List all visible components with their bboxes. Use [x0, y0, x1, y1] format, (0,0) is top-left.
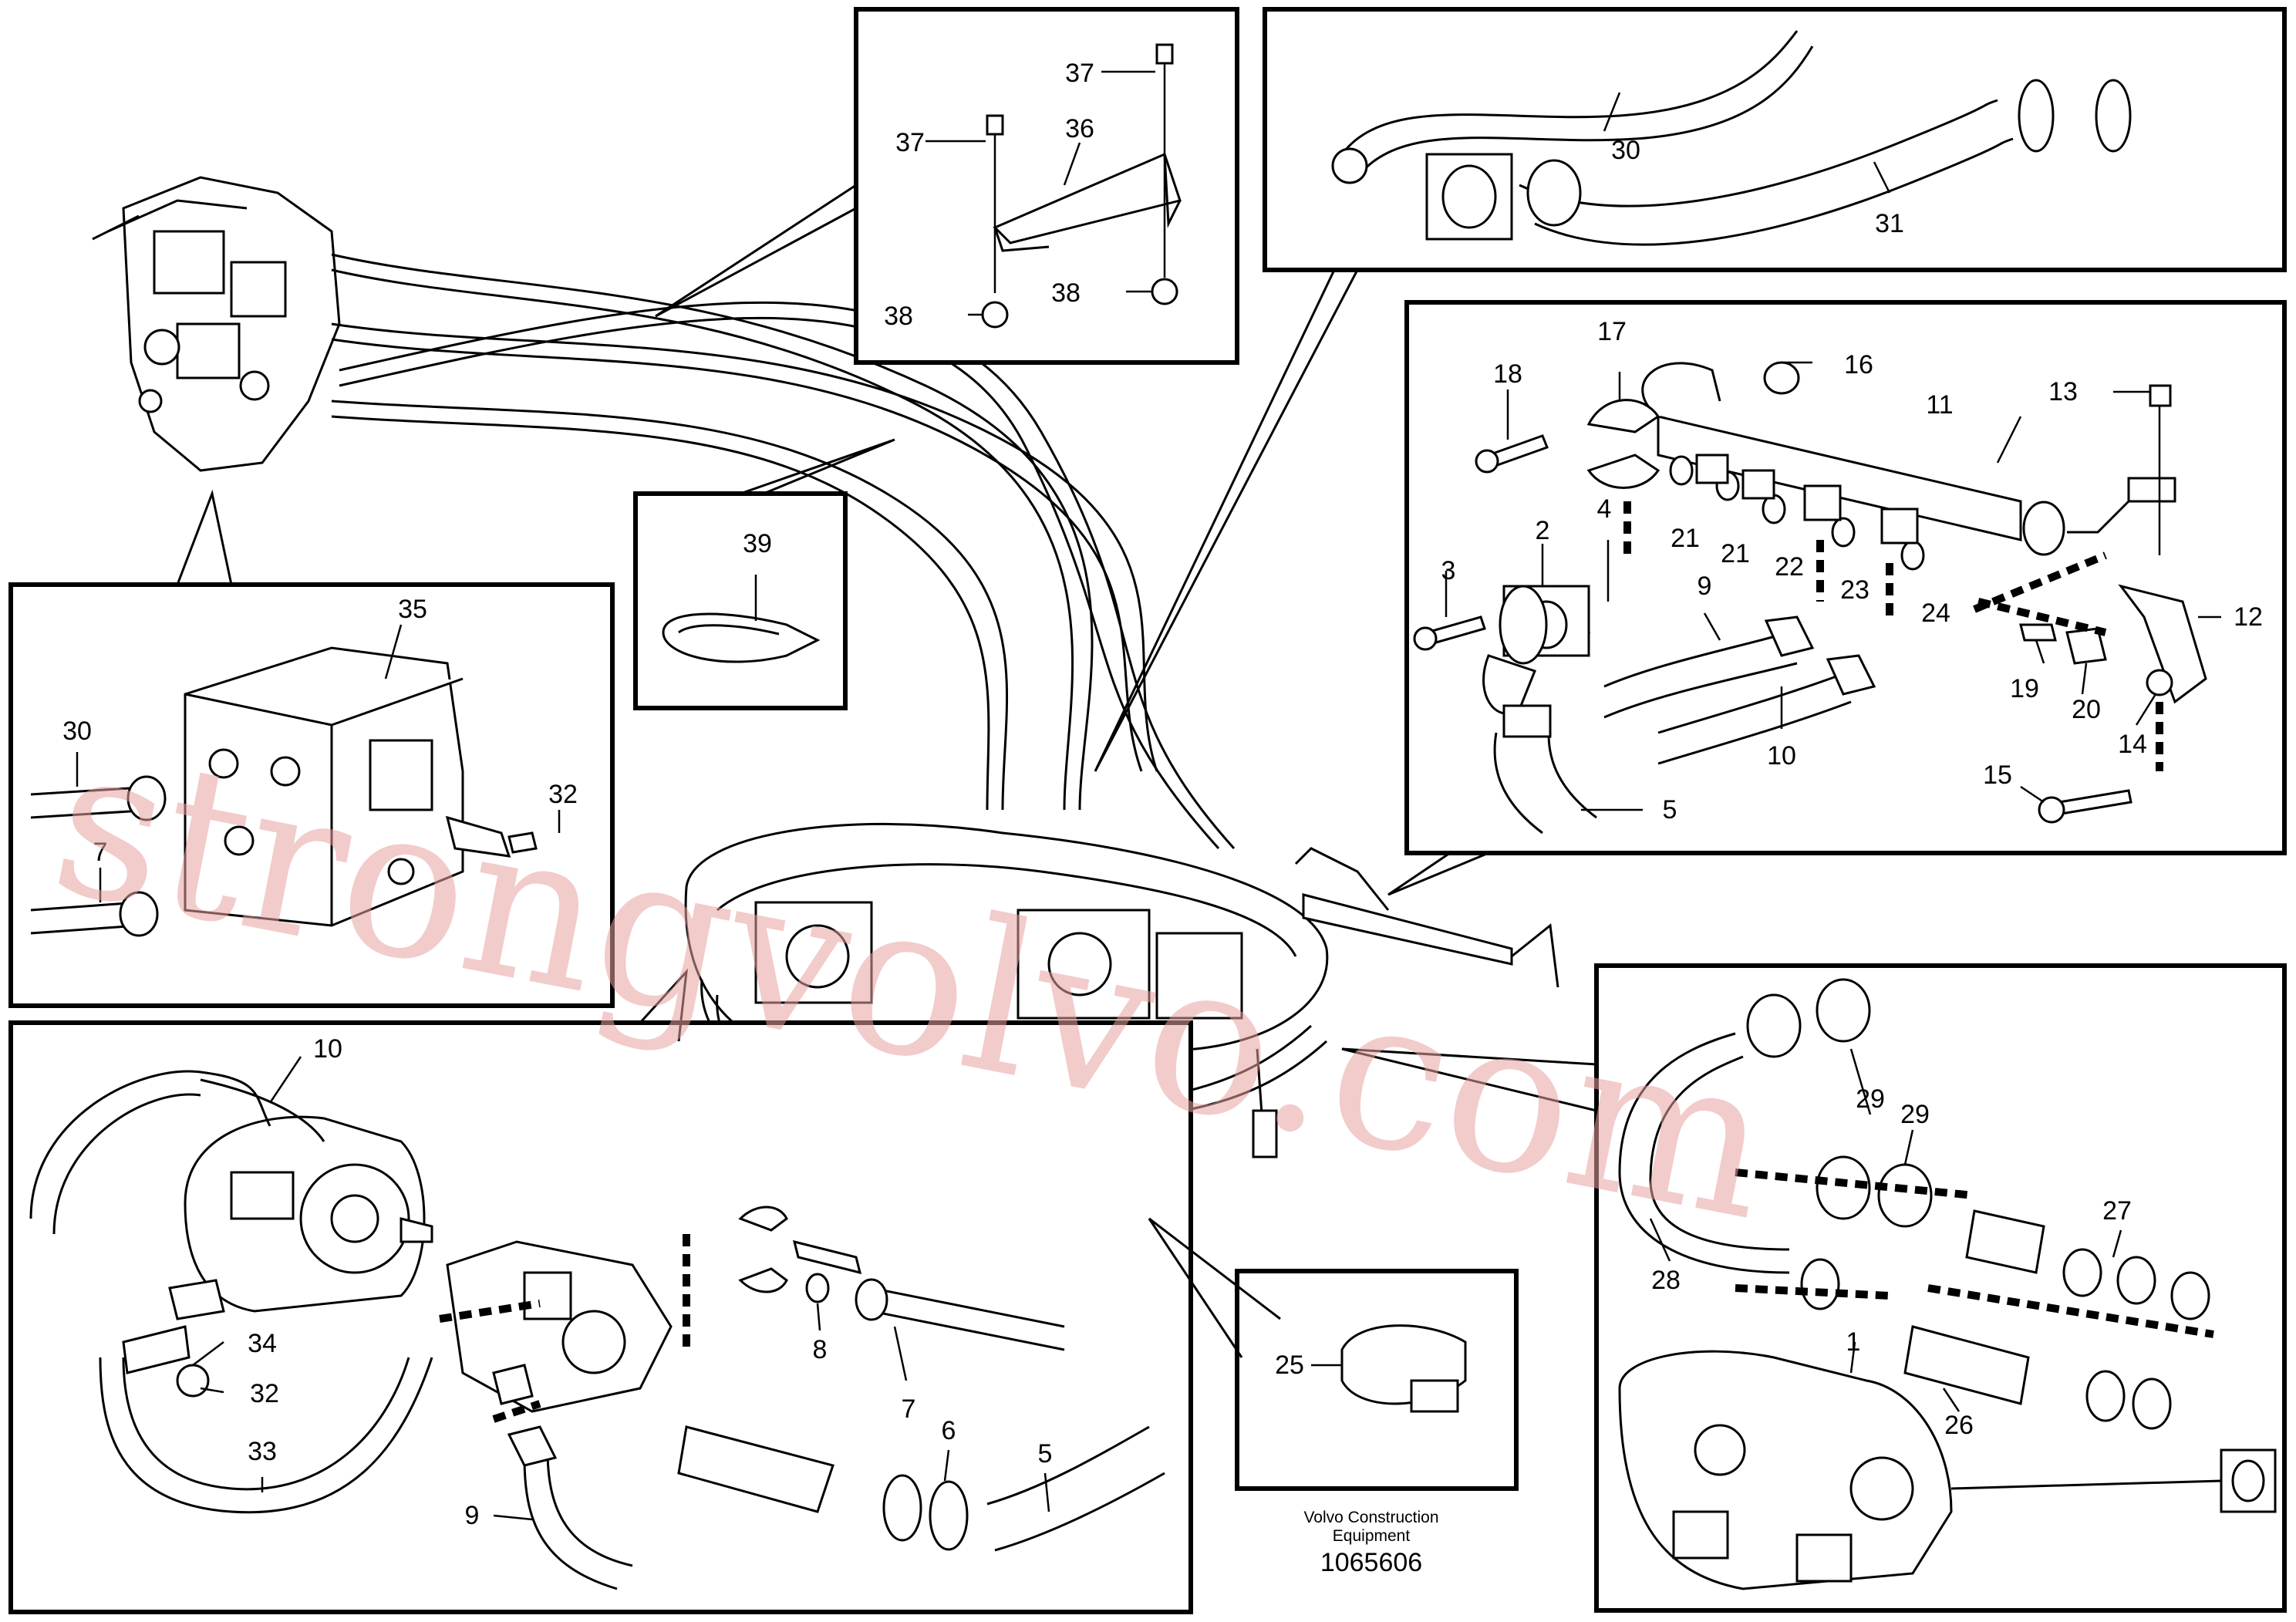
detail-box-cable-tie [633, 438, 895, 710]
callout-2: 2 [1536, 516, 1550, 545]
callout-34: 34 [248, 1329, 277, 1358]
main-assembly [92, 176, 1559, 1205]
callout-35: 35 [398, 595, 427, 624]
callout-12: 12 [2234, 602, 2263, 632]
callout-21-b: 21 [1721, 539, 1750, 568]
callout-21-a: 21 [1671, 524, 1700, 553]
control-valve-drawing [92, 176, 341, 472]
callout-26: 26 [1944, 1411, 1974, 1440]
callout-39: 39 [743, 529, 772, 558]
callout-labels: 37 37 36 38 38 30 31 17 16 18 11 13 4 2 … [62, 59, 2263, 1530]
callout-6: 6 [942, 1416, 956, 1445]
callout-10-fittings: 10 [1767, 741, 1796, 771]
callout-13: 13 [2048, 377, 2078, 406]
detail-box-pump-hoses [8, 968, 1193, 1614]
callout-24: 24 [1921, 599, 1950, 628]
callout-33: 33 [248, 1437, 277, 1466]
callout-38-b: 38 [1051, 278, 1081, 308]
detail-box-bracket [655, 7, 1239, 365]
callout-38-a: 38 [884, 302, 913, 331]
detail-box-hoses-30-31 [1094, 7, 2287, 772]
callout-32-pump: 32 [250, 1379, 279, 1408]
hose-bundle [331, 253, 1236, 850]
callout-16: 16 [1844, 350, 1873, 379]
callout-3: 3 [1441, 556, 1456, 585]
detail-box-fittings [1387, 300, 2287, 896]
callout-25: 25 [1275, 1351, 1304, 1380]
callout-29-a: 29 [1856, 1084, 1885, 1114]
callout-37-a: 37 [1065, 59, 1094, 88]
callout-27: 27 [2102, 1196, 2132, 1226]
detail-box-band-clamp [1148, 1217, 1519, 1491]
callout-7-valve: 7 [93, 838, 108, 867]
callout-29-b: 29 [1900, 1100, 1930, 1129]
drawing-number: 1065606 [1320, 1548, 1422, 1577]
callout-10-pump: 10 [313, 1034, 342, 1064]
callout-30-top: 30 [1611, 136, 1640, 165]
callout-18: 18 [1493, 359, 1522, 389]
callout-19: 19 [2010, 674, 2039, 703]
pump-assembly-drawing [684, 822, 1559, 1205]
callout-32-valve: 32 [548, 780, 578, 809]
callout-20: 20 [2072, 695, 2101, 724]
callout-9-pump: 9 [465, 1501, 480, 1530]
callout-36: 36 [1065, 114, 1094, 143]
detail-box-control-valve [8, 489, 615, 1008]
callout-15: 15 [1983, 760, 2012, 790]
callout-9-fittings: 9 [1698, 572, 1712, 601]
callout-28: 28 [1651, 1266, 1681, 1295]
callout-4: 4 [1597, 494, 1612, 524]
detail-box-pump-pipes [1341, 963, 2287, 1613]
callout-30-valve: 30 [62, 717, 92, 746]
callout-31: 31 [1875, 209, 1904, 238]
callout-23: 23 [1840, 575, 1870, 605]
callout-11: 11 [1926, 390, 1953, 420]
drawing-footer: Volvo Construction Equipment 1065606 [1303, 1509, 1438, 1577]
callout-8: 8 [813, 1335, 828, 1364]
callout-5-pump: 5 [1038, 1439, 1053, 1469]
callout-14: 14 [2118, 730, 2147, 759]
company-name-line1: Volvo Construction [1303, 1509, 1438, 1526]
callout-37-b: 37 [895, 128, 925, 157]
callout-22: 22 [1775, 552, 1804, 582]
callout-17: 17 [1597, 317, 1627, 346]
callout-7-pump: 7 [902, 1394, 916, 1424]
callout-1: 1 [1846, 1327, 1861, 1357]
company-name-line2: Equipment [1333, 1527, 1411, 1545]
callout-5-fittings: 5 [1663, 795, 1677, 824]
